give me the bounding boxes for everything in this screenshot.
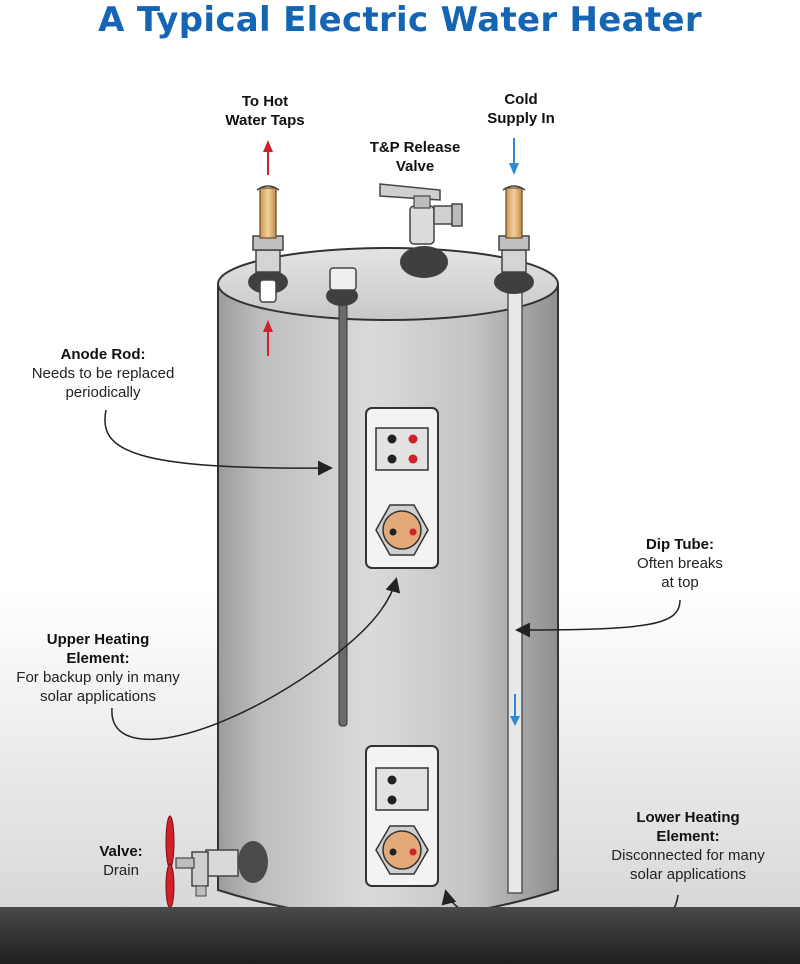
drain-valve bbox=[165, 815, 268, 909]
label-anode-rod: Anode Rod: Needs to be replaced periodic… bbox=[8, 345, 198, 402]
lower-element-heading1: Lower Heating bbox=[636, 809, 740, 826]
label-lower-heating-element: Lower Heating Element: Disconnected for … bbox=[588, 808, 788, 884]
dip-tube-line1: Often breaks bbox=[637, 555, 723, 572]
label-hot-water-taps: To Hot Water Taps bbox=[210, 92, 320, 130]
label-dip-tube: Dip Tube: Often breaks at top bbox=[610, 535, 750, 592]
upper-element-heading1: Upper Heating bbox=[46, 631, 150, 648]
lower-element-heading2: Element: bbox=[656, 828, 720, 845]
label-upper-heating-element: Upper Heating Element: For backup only i… bbox=[0, 630, 196, 706]
anode-rod-heading: Anode Rod: bbox=[60, 346, 146, 363]
tp-valve-line2: Valve bbox=[395, 158, 435, 175]
cold-flow-arrow-down bbox=[509, 138, 519, 175]
hot-taps-line2: Water Taps bbox=[225, 112, 305, 129]
tp-valve-line1: T&P Release bbox=[369, 139, 461, 156]
cold-inlet-pipe bbox=[494, 185, 534, 294]
lower-element-panel bbox=[365, 745, 439, 887]
cold-supply-line2: Supply In bbox=[487, 110, 555, 127]
drain-valve-heading: Valve: bbox=[99, 843, 143, 860]
upper-element-leader bbox=[111, 577, 401, 741]
label-drain-valve: Valve: Drain bbox=[86, 842, 156, 880]
tank bbox=[217, 247, 559, 919]
cold-supply-line1: Cold bbox=[504, 91, 538, 108]
anode-rod-line1: Needs to be replaced bbox=[31, 365, 175, 382]
upper-element-heading2: Element: bbox=[66, 650, 130, 667]
hot-taps-line1: To Hot bbox=[241, 93, 289, 110]
label-cold-supply: Cold Supply In bbox=[466, 90, 576, 128]
dip-tube-leader bbox=[515, 599, 681, 638]
tp-release-valve bbox=[379, 183, 463, 278]
hot-outlet-pipe bbox=[248, 185, 288, 303]
hot-flow-arrow-up bbox=[263, 140, 273, 175]
dip-tube bbox=[507, 287, 523, 894]
hot-flow-arrow-inside bbox=[263, 320, 273, 356]
drain-valve-line1: Drain bbox=[103, 862, 139, 879]
dip-tube-heading: Dip Tube: bbox=[645, 536, 715, 553]
diagram-title: A Typical Electric Water Heater bbox=[98, 0, 702, 40]
upper-element-panel bbox=[365, 407, 439, 569]
upper-element-line2: solar applications bbox=[40, 688, 156, 705]
bottom-dark-band bbox=[0, 907, 800, 964]
lower-element-line1: Disconnected for many bbox=[611, 847, 765, 864]
dip-tube-line2: at top bbox=[661, 574, 699, 591]
anode-rod-line2: periodically bbox=[65, 384, 141, 401]
lower-element-line2: solar applications bbox=[630, 866, 746, 883]
upper-element-line1: For backup only in many bbox=[16, 669, 180, 686]
label-tp-release-valve: T&P Release Valve bbox=[350, 138, 480, 176]
anode-rod bbox=[326, 267, 358, 727]
anode-rod-leader bbox=[104, 409, 333, 476]
